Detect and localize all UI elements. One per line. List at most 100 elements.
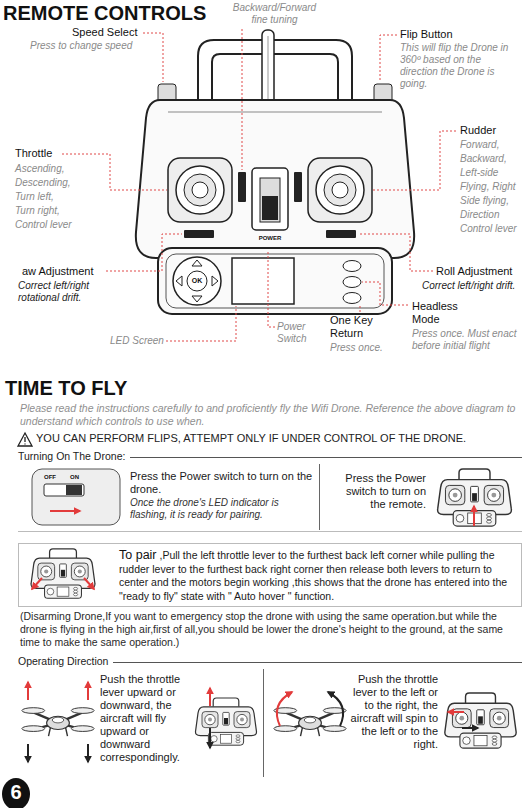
warning-text: YOU CAN PERFORM FLIPS, ATTEMPT ONLY IF U… [36, 432, 522, 445]
direction-arrow [84, 578, 94, 589]
switch-marking: OFF [44, 474, 56, 481]
instruction-panel: Push the throttle lever to the left or t… [266, 669, 522, 777]
spin-arrow [277, 692, 292, 726]
button [343, 261, 361, 272]
stick [316, 166, 364, 214]
trim-slider [326, 230, 356, 238]
switch-slot [44, 484, 84, 496]
instruction-panel: Press the Power switch to turn on the re… [322, 464, 522, 530]
trim-slider [294, 172, 302, 202]
direction-arrow [50, 510, 80, 512]
leader-line [268, 252, 275, 327]
text-block: Press the Power switch to turn on the re… [330, 472, 426, 511]
direction-arrow [87, 744, 89, 762]
callout-note: Press once. [330, 342, 383, 354]
leader-line [373, 131, 456, 190]
trim-slider [184, 230, 214, 238]
section-frame: Operating DirectionPush the throttle lev… [18, 662, 522, 776]
switch-marking: ON [70, 474, 79, 481]
d-pad [173, 257, 221, 305]
callout-name: Throttle [15, 147, 52, 160]
callout-name: Roll Adjustment [436, 265, 512, 278]
text-block: To pair,Pull the left throttle lever to … [19, 544, 521, 606]
callout-name: Flip Button [400, 28, 453, 41]
device-marking: POWER [249, 235, 291, 242]
callout-name: Speed Select [72, 26, 137, 39]
direction-arrow [209, 688, 211, 706]
direction-arrow [473, 506, 475, 526]
instruction-text: ,Pull the left throttle lever to the fur… [119, 549, 507, 602]
warning-triangle [18, 433, 32, 446]
led-screen [232, 258, 294, 304]
stick [176, 166, 224, 214]
leader-line [62, 154, 167, 190]
remote-illustration [445, 693, 516, 748]
section-frame: Turning On The Drone:Press the Power swi… [18, 457, 522, 532]
text-block: Press the Power switch to turn on the dr… [130, 470, 314, 521]
spin-arrow [328, 692, 343, 726]
operating-illustrations [22, 682, 516, 762]
instruction-note: Once the drone's LED indicator is flashi… [130, 497, 314, 521]
instruction-panel: Press the Power switch to turn on the dr… [18, 464, 320, 530]
text-block: Push the throttle lever upward or downwa… [100, 673, 192, 764]
switch-toggle [262, 196, 278, 220]
page-number-circle: 6 [2, 778, 30, 808]
body-ridge [168, 112, 382, 113]
button [343, 277, 361, 288]
intro-text: Please read the instructions carefully t… [20, 402, 522, 428]
switch-slot [260, 178, 280, 222]
stick [184, 174, 216, 206]
callout-name: One Key Return [330, 314, 382, 340]
callout-name: aw Adjustment [22, 265, 94, 278]
leader-line [360, 305, 361, 312]
callout-note: Correct left/right rotational drift. [18, 280, 118, 304]
instruction-text: Push the throttle lever to the left or t… [350, 673, 438, 751]
callout-name: Headless Mode [412, 300, 474, 326]
leader-line [362, 282, 408, 305]
trim-slider [238, 172, 246, 202]
drone-body [32, 469, 120, 525]
remote-illustration [196, 698, 257, 745]
page-number: 6 [2, 778, 30, 806]
switch-knob [66, 485, 82, 495]
instruction-text: Press the Power switch to turn on the dr… [130, 470, 314, 496]
callout-note: Backward/Forward fine tuning [227, 2, 322, 26]
instruction-text: Push the throttle lever upward or downwa… [100, 673, 192, 764]
panel-inner [166, 254, 384, 308]
leader-line [106, 234, 182, 271]
stick-top [192, 182, 208, 198]
callout-note: LED Screen [110, 335, 164, 347]
d-pad-arrows [176, 260, 218, 302]
leader-line [166, 306, 236, 341]
leader-line [380, 35, 397, 82]
remote-illustration [438, 469, 512, 526]
antenna [262, 30, 274, 106]
page-heading: REMOTE CONTROLS [3, 1, 206, 25]
remote-illustration [136, 30, 414, 314]
stick-top [332, 182, 348, 198]
section-heading: TIME TO FLY [5, 376, 127, 400]
direction-arrow [32, 578, 42, 589]
callout-note: This will flip the Drone in 360º based o… [400, 42, 520, 90]
instruction-panel: Push the throttle lever upward or downwa… [18, 669, 264, 777]
frame-heading: Turning On The Drone: [18, 450, 130, 463]
direction-arrow [209, 728, 211, 748]
button-marking: OK [186, 277, 208, 285]
drone-illustration [274, 708, 346, 737]
warning-icon [18, 433, 32, 446]
drone-illustration [22, 708, 94, 737]
leader-lines [62, 29, 456, 341]
d-pad-center [187, 271, 207, 291]
direction-arrow [27, 682, 29, 700]
button [343, 293, 361, 304]
callout-name: Rudder [460, 124, 496, 137]
direction-arrow [462, 727, 478, 729]
note-text: (Disarming Drone,If you want to emergenc… [20, 610, 522, 649]
leader-line [242, 29, 243, 170]
callout-note: Power Switch [277, 321, 317, 345]
remote-illustration [31, 549, 95, 598]
warning-mark [24, 437, 25, 445]
direction-arrow [87, 682, 89, 700]
frame-heading: Operating Direction [18, 655, 113, 668]
